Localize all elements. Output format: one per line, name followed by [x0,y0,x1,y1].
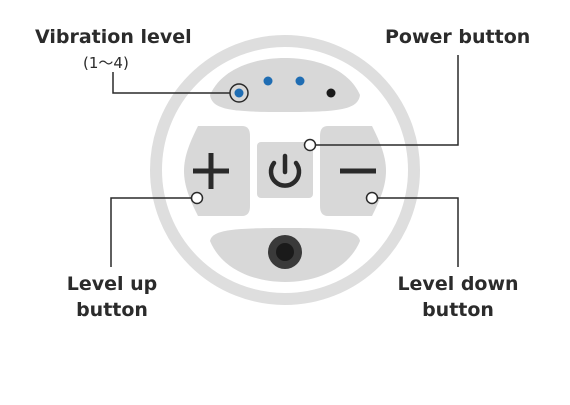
outer-ring [150,35,420,305]
vibration-indicator-pad [210,58,360,112]
vibration-led-2 [263,76,273,86]
level-up-label-line2: button [76,299,148,321]
vibration-led-3 [295,76,305,86]
plus-icon [193,153,229,189]
callout-level-up [110,191,204,267]
level-up-label: Level up button [60,271,164,323]
level-down-label: Level down button [392,271,524,323]
power-icon [268,153,302,188]
vibration-level-label: Vibration level [35,26,192,48]
callout-level-down [365,191,459,267]
level-up-label-line1: Level up [66,273,158,295]
vibration-led-1 [234,88,244,98]
vibration-range-label: (1〜4) [83,54,129,72]
power-button-label: Power button [385,26,531,48]
vibration-led-4 [326,88,336,98]
circle-button-icon-inner [276,243,294,261]
callout-vibration-level [112,72,249,103]
level-down-label-line2: button [422,299,494,321]
callout-power-button [303,55,459,152]
level-down-label-line1: Level down [397,273,519,295]
